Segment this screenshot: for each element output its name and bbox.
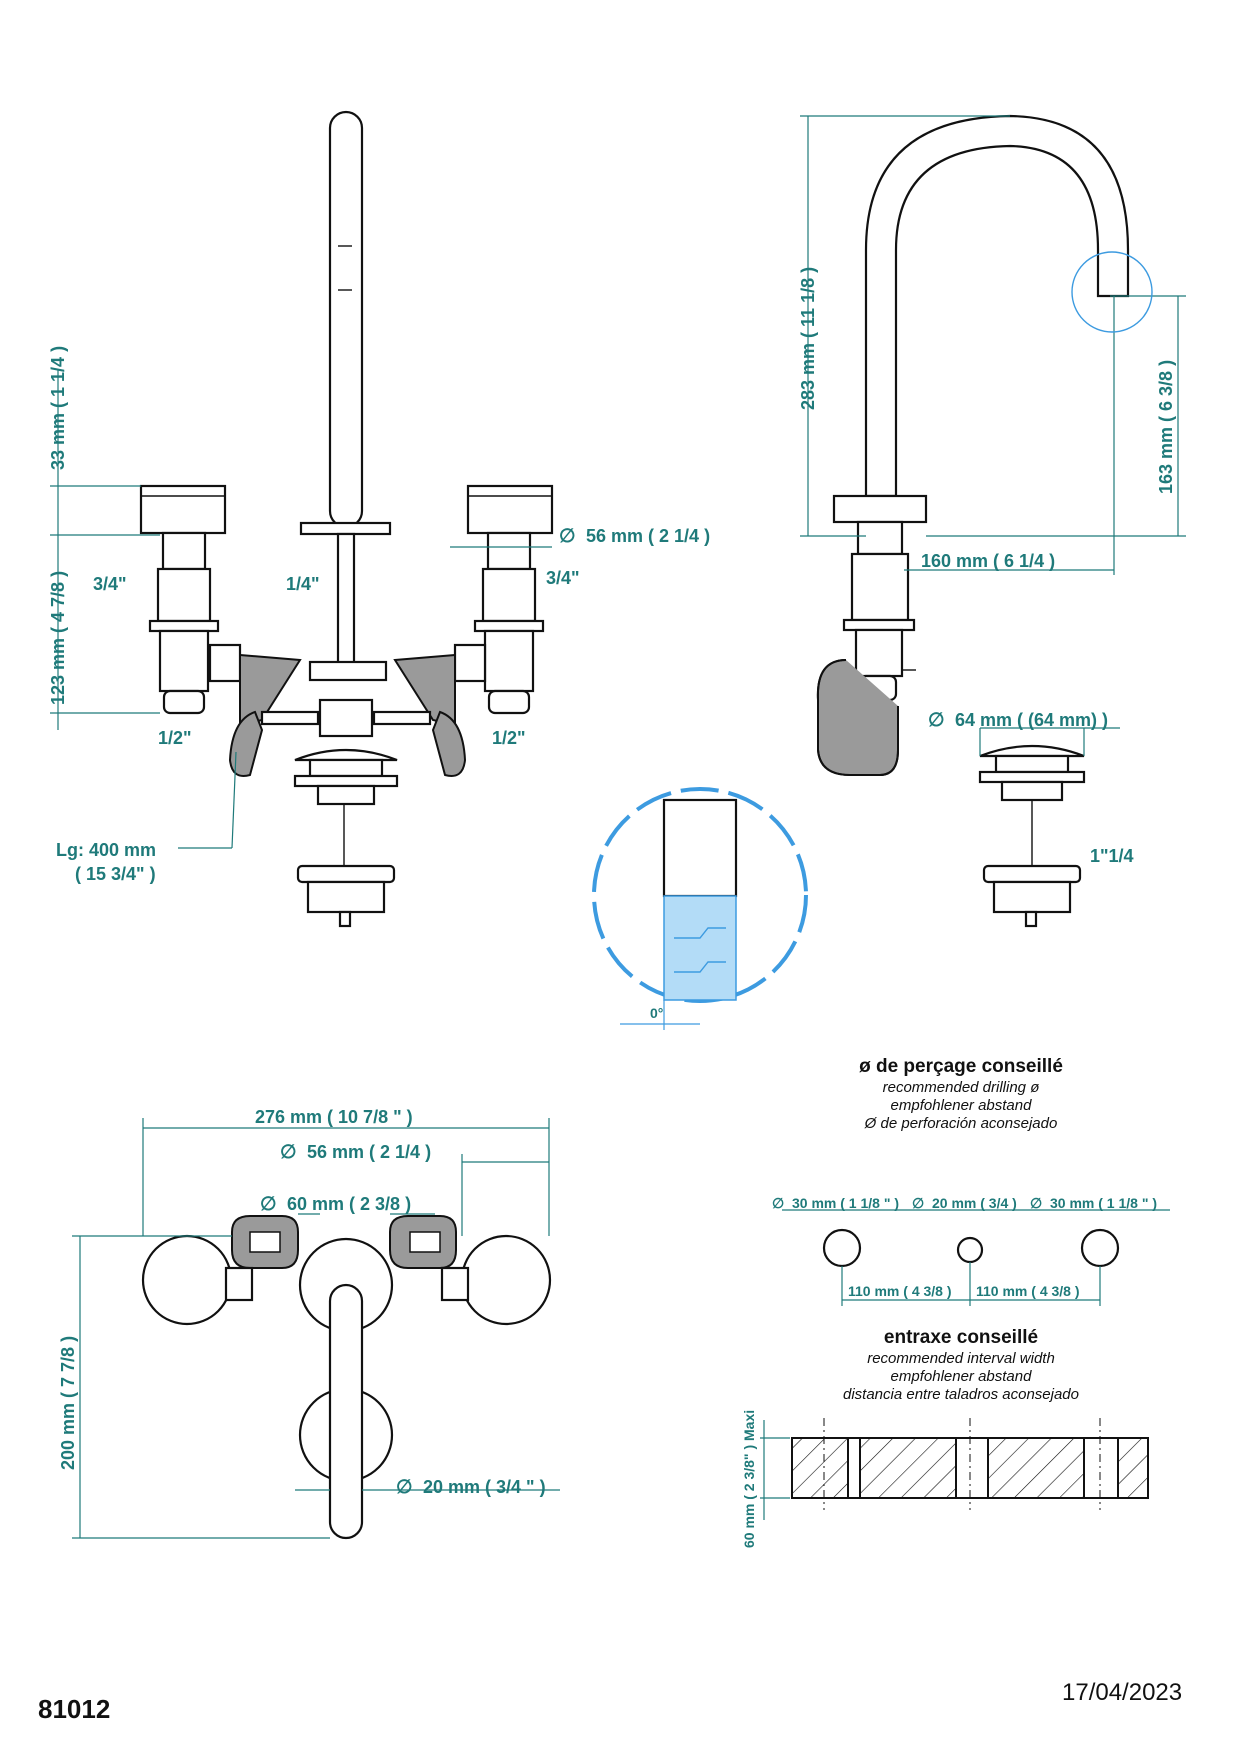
hose-length-inch-label: ( 15 3/4" ) [75, 864, 156, 884]
side-reach-160-label: 160 mm ( 6 1/4 ) [921, 551, 1055, 571]
left-thread-label: 3/4" [93, 574, 127, 594]
top-width-276-label: 276 mm ( 10 7/8 " ) [255, 1107, 413, 1127]
angle-label: 0° [650, 1005, 663, 1021]
side-height-283-label: 283 mm ( 11 1/8 ) [798, 267, 818, 410]
interval-subtitle-es: distancia entre taladros aconsejado [843, 1386, 1079, 1403]
left-bottom-thread-label: 1/2" [158, 728, 192, 748]
diam-symbol-hole-right: ∅ [1030, 1195, 1042, 1211]
hole-center-label: 20 mm ( 3/4 ) [932, 1195, 1017, 1211]
drain-thread-label: 1"1/4 [1090, 846, 1134, 866]
drilling-subtitle-es: Ø de perforación aconsejado [864, 1115, 1058, 1132]
reference-number: 81012 [38, 1694, 110, 1724]
spacing-right-label: 110 mm ( 4 3/8 ) [976, 1283, 1080, 1299]
side-dimension-lines [800, 115, 1186, 575]
right-thread-label: 3/4" [546, 568, 580, 588]
angle-detail [592, 787, 808, 1030]
front-height-33-label: 33 mm ( 1 1/4 ) [48, 346, 68, 470]
drain-diam-64-label: 64 mm ( (64 mm) ) [955, 710, 1108, 730]
top-diam-56-symbol: ∅ [280, 1142, 297, 1163]
front-diam-56-label: 56 mm ( 2 1/4 ) [586, 526, 710, 546]
drain-right-drawing [978, 727, 1120, 928]
interval-thickness-label: 60 mm ( 2 3/8" ) Maxi [741, 1410, 757, 1548]
drilling-subtitle-de: empfohlener abstand [891, 1097, 1033, 1114]
front-height-123-label: 123 mm ( 4 7/8 ) [48, 571, 68, 705]
drain-diameter-symbol: ∅ [928, 710, 945, 731]
diam-symbol-hole-left: ∅ [772, 1195, 784, 1211]
interval-section [760, 1418, 1149, 1520]
top-diam-56-label: 56 mm ( 2 1/4 ) [307, 1142, 431, 1162]
diam-symbol-hole-center: ∅ [912, 1195, 924, 1211]
top-diam-20-label: 20 mm ( 3/4 " ) [423, 1477, 546, 1497]
drawing-date: 17/04/2023 [1062, 1679, 1182, 1706]
interval-subtitle-en: recommended interval width [867, 1350, 1055, 1367]
top-depth-200-label: 200 mm ( 7 7/8 ) [58, 1336, 78, 1470]
top-diam-20-symbol: ∅ [396, 1477, 413, 1498]
drilling-title: ø de perçage conseillé [859, 1056, 1063, 1077]
side-view-drawing [816, 114, 1130, 776]
right-bottom-thread-label: 1/2" [492, 728, 526, 748]
top-dimension-lines [72, 1118, 560, 1539]
side-height-163-label: 163 mm ( 6 3/8 ) [1156, 360, 1176, 494]
center-thread-label: 1/4" [286, 574, 320, 594]
front-view-drawing [139, 110, 554, 928]
interval-subtitle-de: empfohlener abstand [891, 1368, 1033, 1385]
drilling-holes [782, 1209, 1170, 1306]
drilling-subtitle-en: recommended drilling ø [883, 1079, 1040, 1096]
diameter-symbol: ∅ [559, 526, 576, 547]
front-dimension-lines [50, 370, 552, 849]
hole-right-label: 30 mm ( 1 1/8 " ) [1050, 1195, 1157, 1211]
top-view-drawing [141, 1215, 552, 1540]
hose-length-label: Lg: 400 mm [56, 840, 156, 860]
interval-title: entraxe conseillé [884, 1327, 1038, 1348]
hole-left-label: 30 mm ( 1 1/8 " ) [792, 1195, 899, 1211]
top-diam-60-symbol: ∅ [260, 1194, 277, 1215]
top-diam-60-label: 60 mm ( 2 3/8 ) [287, 1194, 411, 1214]
spacing-left-label: 110 mm ( 4 3/8 ) [848, 1283, 952, 1299]
